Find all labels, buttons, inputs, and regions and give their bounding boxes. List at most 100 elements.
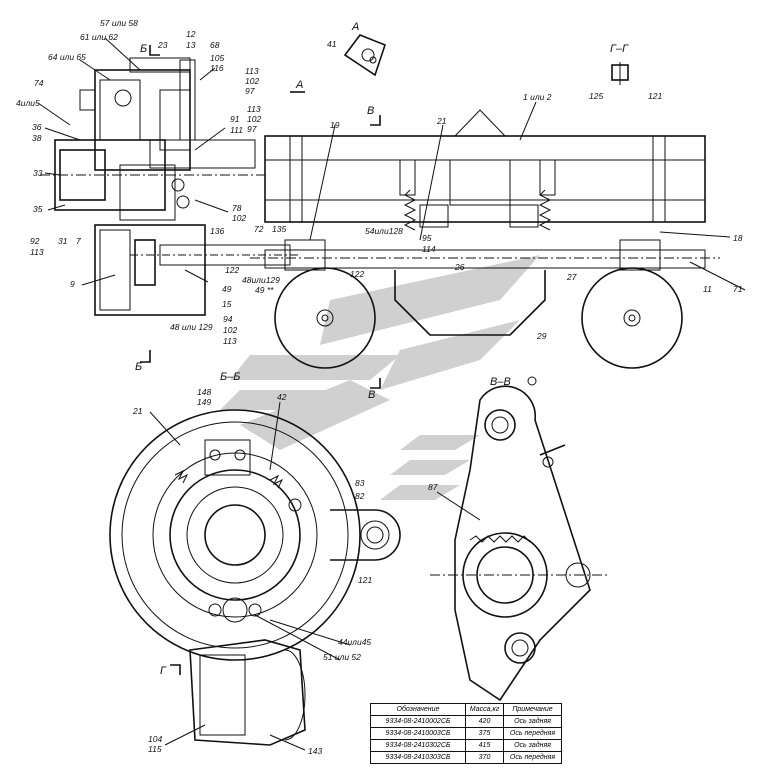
callout: 49 **: [255, 285, 274, 295]
callout: 114: [422, 244, 436, 254]
callouts-top: 57 или 58 61 или 62 64 или 65 4или5 74 3…: [16, 18, 743, 346]
callout: 102: [247, 114, 261, 124]
callout: 95: [422, 233, 432, 243]
callout: 125: [589, 91, 603, 101]
callout: 111: [230, 125, 243, 135]
callout: 44или45: [338, 637, 371, 647]
cell-mass: 370: [465, 751, 504, 764]
callout: 122: [225, 265, 239, 275]
callout: 71: [733, 284, 743, 294]
cell-note: Ось задняя: [503, 739, 562, 752]
callout: 33: [33, 168, 43, 178]
callout: 113: [247, 104, 261, 114]
cell-note: Ось передняя: [503, 751, 562, 764]
cell-mass: 420: [465, 715, 504, 728]
callout: 136: [210, 226, 224, 236]
callout: 122: [350, 269, 364, 279]
leader-lines: [37, 37, 746, 751]
slack-adjuster-vv: [430, 385, 610, 702]
callout: 51 или 52: [323, 652, 361, 662]
callout: 94: [223, 314, 233, 324]
callout: 113: [223, 336, 237, 346]
brake-drum-right: [581, 267, 683, 369]
cut-marker-b-bottom: Б: [135, 350, 151, 373]
callout: 13: [186, 40, 196, 50]
callout: 97: [247, 124, 257, 134]
callout: 42: [277, 392, 287, 402]
callout: 4или5: [16, 98, 40, 108]
callout: 48или129: [242, 275, 280, 285]
callout: 36: [32, 122, 42, 132]
svg-text:Б: Б: [135, 361, 142, 373]
callout: 38: [32, 133, 42, 143]
cut-marker-b-top: Б: [140, 43, 160, 56]
callout: 105: [210, 53, 224, 63]
callout: 21: [132, 406, 143, 416]
header-note: Примечание: [503, 703, 562, 716]
cell-mass: 415: [465, 739, 504, 752]
hub-cross-section: [40, 57, 300, 316]
view-a-title: А: [351, 21, 359, 33]
callout: 41: [327, 39, 337, 49]
callout: 29: [536, 331, 547, 341]
svg-text:В: В: [367, 105, 374, 117]
header-mass: Масса,кг: [465, 703, 504, 716]
callout: 135: [272, 224, 286, 234]
callout: 18: [733, 233, 743, 243]
callout: 102: [232, 213, 246, 223]
cut-marker-g: Г: [160, 664, 181, 677]
header-designation: Обозначение: [370, 703, 466, 716]
callout: 87: [428, 482, 438, 492]
cell-designation: 9334-08-2410303СБ: [370, 751, 466, 764]
section-bb-title: Б–Б: [220, 371, 240, 383]
callout: 1 или 2: [523, 92, 552, 102]
brake-section-bb: [109, 409, 401, 746]
callout: 121: [648, 91, 662, 101]
callout: 48 или 129: [170, 322, 213, 332]
callout: 74: [34, 78, 44, 88]
callout: 116: [210, 63, 224, 73]
view-gg-title: Г–Г: [610, 43, 629, 55]
section-vv-title: В–В: [490, 376, 511, 388]
callout: 9: [70, 279, 75, 289]
callout: 149: [197, 397, 211, 407]
callout: 57 или 58: [100, 18, 138, 28]
callout: 102: [245, 76, 259, 86]
callout: 35: [33, 204, 43, 214]
callout: 26: [454, 262, 465, 272]
svg-text:Б: Б: [140, 43, 147, 55]
callout: 11: [703, 284, 712, 294]
callout: 113: [30, 247, 44, 257]
callout: 72: [254, 224, 264, 234]
callout: 91: [230, 114, 240, 124]
cell-designation: 9334-08-2410002СБ: [370, 715, 466, 728]
brake-drum-left: [274, 267, 376, 369]
callout: 15: [222, 299, 232, 309]
callout: 68: [210, 40, 220, 50]
cell-note: Ось передняя: [503, 727, 562, 740]
callout: 49: [222, 284, 232, 294]
callout: 27: [566, 272, 577, 282]
callout: 102: [223, 325, 237, 335]
table-row: 9334-08-2410303СБ 370 Ось передняя: [370, 751, 562, 764]
callout: 113: [245, 66, 259, 76]
callouts-bottom: 148 149 42 21 83 82 87 121 44или45 51 ил…: [132, 387, 438, 756]
cut-marker-v-top: В: [367, 105, 381, 126]
table-row: 9334-08-2410003СБ 375 Ось передняя: [370, 727, 562, 740]
callout: 97: [245, 86, 255, 96]
cell-note: Ось задняя: [503, 715, 562, 728]
cell-designation: 9334-08-2410302СБ: [370, 739, 466, 752]
callout: 31: [58, 236, 68, 246]
svg-text:А: А: [295, 79, 303, 91]
view-a-detail: [343, 34, 386, 77]
cell-mass: 375: [465, 727, 504, 740]
callout: 64 или 65: [48, 52, 86, 62]
svg-text:В: В: [368, 389, 375, 401]
cut-marker-v-bottom: В: [368, 378, 381, 401]
callout: 54или128: [365, 226, 403, 236]
spec-table: Обозначение Масса,кг Примечание 9334-08-…: [370, 703, 562, 764]
view-gg-detail: [611, 62, 629, 85]
rotated-view-icon: [527, 376, 537, 386]
table-row: 9334-08-2410002СБ 420 Ось задняя: [370, 715, 562, 728]
